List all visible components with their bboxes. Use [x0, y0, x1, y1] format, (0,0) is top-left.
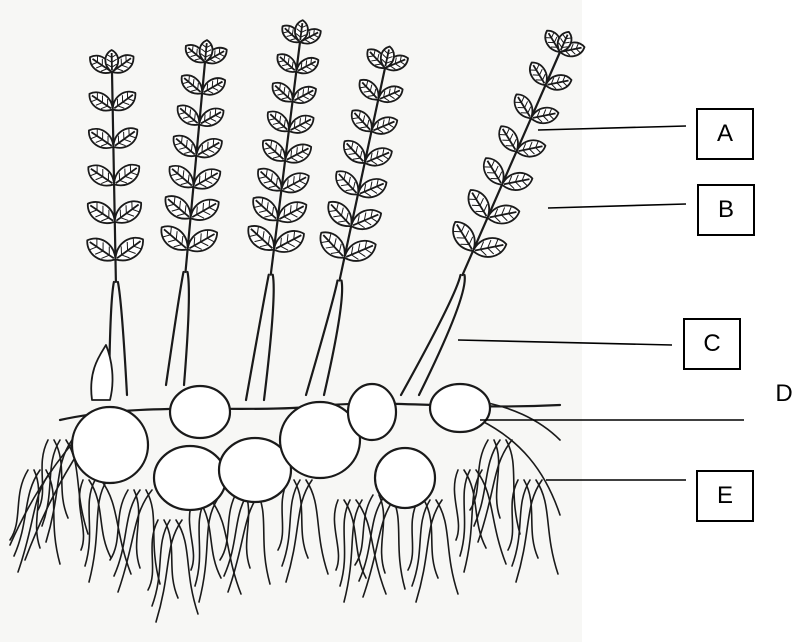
- leaf: [375, 83, 405, 107]
- label-d: D: [756, 368, 812, 420]
- root: [536, 480, 558, 574]
- leaf: [471, 235, 508, 260]
- leaf: [515, 138, 547, 159]
- label-c: C: [683, 318, 741, 370]
- root: [408, 500, 418, 570]
- root: [118, 490, 152, 592]
- root: [25, 450, 80, 560]
- root: [10, 470, 28, 540]
- petiole-edge: [118, 282, 127, 395]
- leader-line: [538, 126, 686, 130]
- tuber: [154, 446, 226, 510]
- root: [344, 500, 362, 602]
- root: [460, 470, 470, 556]
- tuber: [170, 386, 230, 438]
- label-b-text: B: [718, 196, 734, 224]
- label-a-text: A: [717, 120, 733, 148]
- root: [476, 470, 506, 564]
- root: [176, 520, 198, 614]
- leaf: [362, 144, 395, 170]
- leaf: [355, 175, 390, 203]
- leaf: [500, 170, 534, 193]
- root: [363, 495, 397, 597]
- root: [436, 500, 458, 594]
- leaf: [341, 236, 379, 266]
- petiole-edge: [166, 272, 184, 385]
- root: [199, 500, 217, 602]
- tuber: [72, 407, 148, 483]
- label-b: B: [697, 184, 755, 236]
- tuber: [375, 448, 435, 508]
- leader-line: [548, 204, 686, 208]
- root: [89, 480, 107, 582]
- label-e-text: E: [717, 482, 733, 510]
- tuber: [430, 384, 490, 432]
- leaf: [530, 105, 560, 125]
- root: [228, 490, 262, 592]
- label-c-text: C: [703, 330, 720, 358]
- root: [306, 480, 328, 574]
- root: [454, 470, 458, 540]
- root: [85, 480, 95, 566]
- petiole-edge: [184, 272, 189, 385]
- label-e: E: [696, 470, 754, 522]
- leader-line: [458, 340, 672, 345]
- petiole-edge: [419, 275, 465, 395]
- petiole-edge: [401, 275, 461, 395]
- label-a: A: [696, 108, 754, 160]
- root: [334, 500, 338, 570]
- root: [480, 420, 560, 515]
- tuber: [348, 384, 396, 440]
- root: [195, 500, 205, 586]
- root: [464, 470, 482, 572]
- root: [38, 440, 48, 510]
- root: [340, 500, 350, 586]
- root: [256, 490, 270, 584]
- label-d-text: D: [775, 380, 792, 408]
- leaf: [486, 203, 521, 227]
- bract: [91, 345, 112, 400]
- root: [391, 495, 405, 589]
- root: [110, 490, 128, 560]
- leaf: [369, 113, 401, 138]
- leaf: [348, 205, 385, 234]
- root: [18, 470, 52, 572]
- petiole-edge: [306, 281, 338, 395]
